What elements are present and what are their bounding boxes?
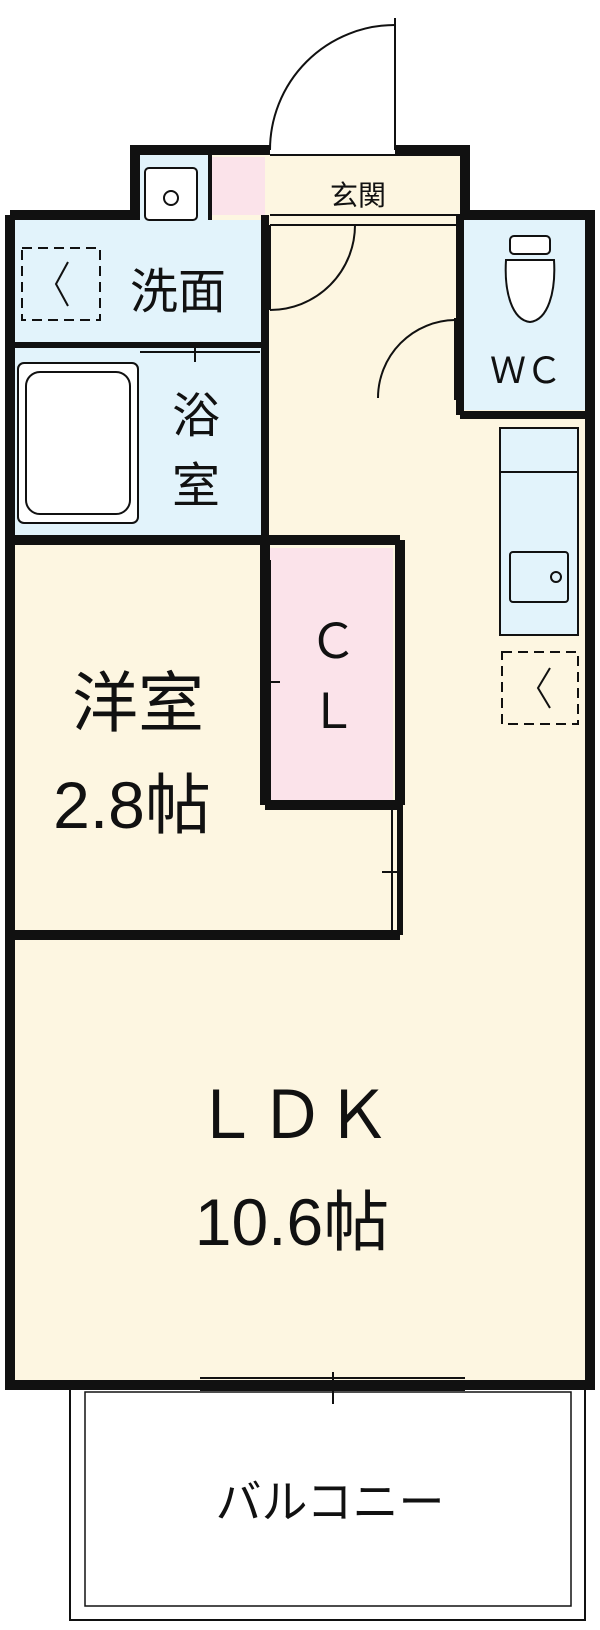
bath-door	[140, 342, 260, 362]
kitchen-counter	[499, 427, 579, 636]
western-room-name: 洋室	[72, 666, 204, 740]
ldk-name: ＬＤＫ	[193, 1078, 391, 1152]
western-room-door	[382, 810, 402, 930]
shoe-box	[210, 157, 265, 215]
closet-floor	[268, 548, 393, 800]
ldk-size: 10.6帖	[195, 1185, 389, 1259]
balcony-window	[200, 1372, 465, 1404]
western-room-size: 2.8帖	[53, 768, 211, 842]
balcony	[69, 1384, 586, 1621]
entrance-door	[269, 18, 460, 226]
washroom-label: 洗面	[130, 266, 226, 319]
closet-door	[260, 560, 280, 800]
fridge-space	[501, 651, 579, 725]
vanity-sink	[144, 167, 198, 221]
washing-machine-space	[21, 247, 101, 321]
washroom-floor	[10, 220, 265, 345]
bath-label-top: 浴	[172, 390, 220, 443]
bathtub	[17, 362, 139, 524]
entrance-label: 玄関	[330, 180, 386, 211]
bath-label-bottom: 室	[172, 460, 220, 513]
wc-door	[377, 318, 456, 400]
toilet	[504, 235, 556, 324]
walls	[5, 145, 595, 1390]
closet-label-bottom: Ｌ	[309, 686, 357, 739]
balcony-label: バルコニー	[215, 1476, 444, 1528]
wc-label: ＷＣ	[490, 350, 562, 391]
washroom-door	[269, 224, 356, 311]
closet-label-top: Ｃ	[309, 616, 357, 669]
kitchen-sink	[500, 471, 578, 603]
